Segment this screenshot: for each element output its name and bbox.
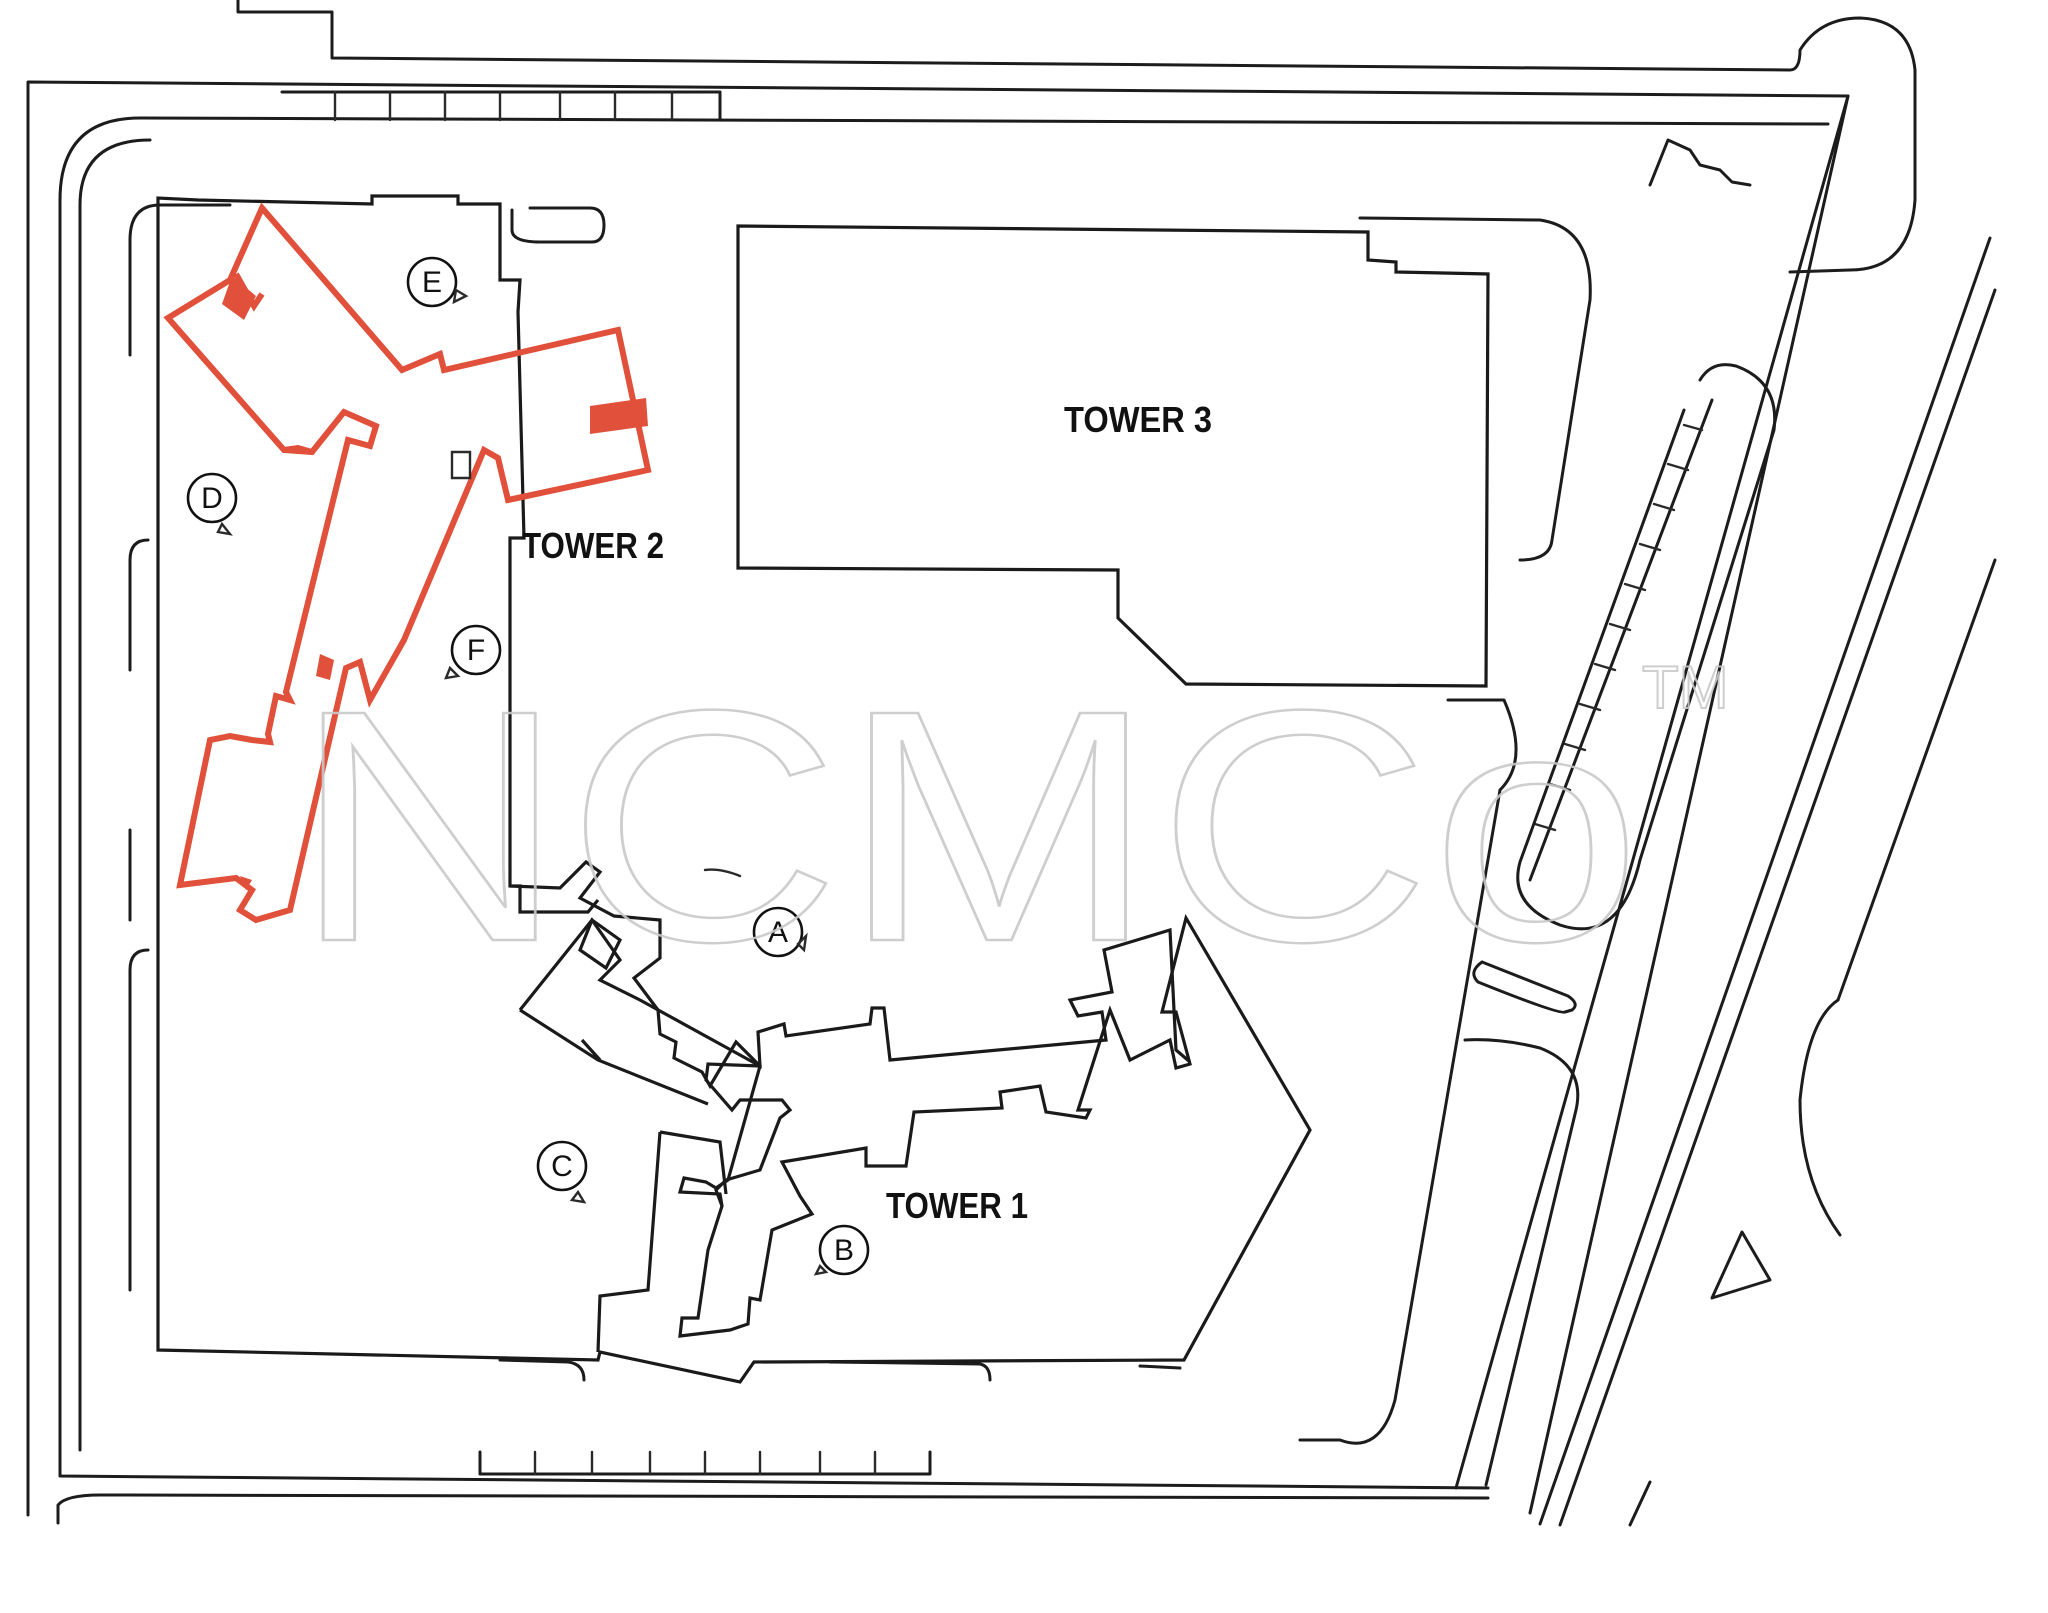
right-island-small: [1474, 962, 1575, 1012]
tower-2-frame: [510, 886, 598, 912]
marker-d: D: [188, 474, 236, 534]
tower-3-label: TOWER 3: [1064, 399, 1212, 440]
bottom-curb: [58, 1495, 1488, 1523]
parcel-outline: [158, 196, 1310, 1382]
marker-a: A: [754, 908, 806, 956]
interior-details: [452, 452, 740, 876]
right-curve: [1800, 1000, 1840, 1235]
marker-a-label: A: [768, 916, 788, 949]
triangle-icon: [1712, 1232, 1770, 1298]
marker-c-label: C: [551, 1150, 573, 1183]
tower-2-label: TOWER 2: [522, 525, 664, 566]
marker-d-label: D: [201, 482, 223, 515]
site-boundary: [28, 82, 1848, 1515]
right-island-lower: [1465, 1040, 1578, 1485]
drive-loop-inner: [80, 140, 150, 1450]
planter-islands: [130, 205, 1775, 1485]
right-island-upper: [1518, 365, 1775, 929]
tower-3-outline: [738, 226, 1488, 686]
parking-ticks: [282, 92, 1750, 1474]
marker-c: C: [538, 1142, 586, 1202]
tower-1-notch: [580, 920, 620, 968]
tower-2-highlight: [168, 208, 648, 920]
marker-e: E: [408, 258, 466, 306]
tower-2-highlight-outline: [168, 208, 648, 920]
tower-1-wing: [520, 1010, 726, 1352]
diag-road-5: [1630, 1482, 1650, 1525]
top-curb: [238, 0, 1915, 272]
watermark-text: NCMCo: [292, 641, 1642, 1010]
marker-b: B: [816, 1226, 868, 1274]
diag-road-3: [1560, 290, 1995, 1525]
marker-b-label: B: [834, 1234, 854, 1267]
drive-loop-outer: [60, 118, 1828, 1488]
watermark-trademark: TM: [1642, 654, 1729, 721]
tower-1-label: TOWER 1: [886, 1185, 1028, 1226]
diag-road-4: [1838, 560, 1995, 1000]
diag-road-2: [1540, 238, 1990, 1524]
street-lines: [28, 0, 1995, 1525]
stair-corner: [1650, 140, 1750, 185]
marker-e-label: E: [422, 266, 442, 299]
diag-road-1: [1456, 96, 1848, 1488]
marker-f-label: F: [467, 634, 485, 667]
marker-f: F: [446, 626, 500, 678]
